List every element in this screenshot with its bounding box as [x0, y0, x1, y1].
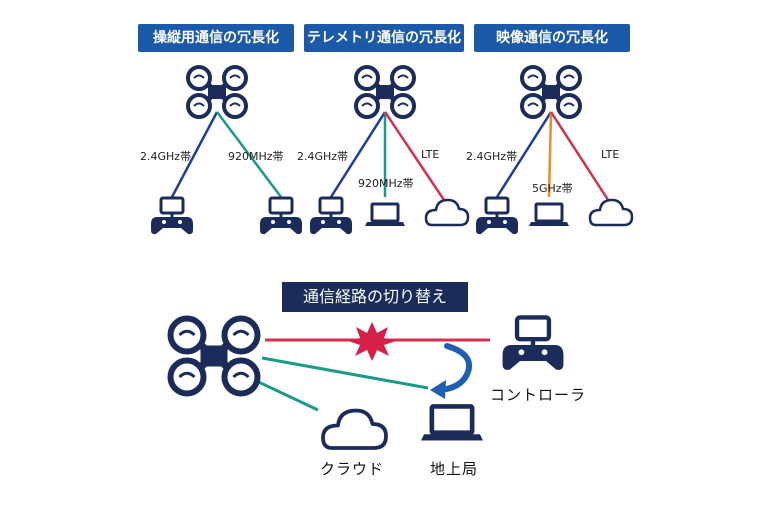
label-g3-lte: LTE — [601, 148, 620, 161]
link-failure-burst-icon — [348, 322, 396, 361]
bottom-line-green — [249, 376, 319, 412]
g3-line-blue — [495, 111, 553, 198]
g1-line-blue — [170, 111, 219, 198]
label-controller: コントローラ — [490, 386, 587, 404]
drone-icon — [522, 67, 580, 117]
label-g2-920mhz: 920MHz帯 — [358, 177, 414, 190]
drone-icon — [188, 67, 246, 117]
g2-line-blue — [329, 111, 387, 198]
laptop-icon — [363, 202, 407, 228]
g2-line-red — [383, 111, 448, 204]
controller-icon — [503, 317, 564, 369]
laptop-icon — [421, 406, 483, 440]
controller-icon — [149, 196, 195, 236]
g3-line-red — [549, 111, 612, 204]
g3-line-orange — [547, 111, 553, 198]
label-g1-920mhz: 920MHz帯 — [228, 150, 284, 163]
header-path-switching: 通信経路の切り替え — [282, 282, 468, 312]
switch-arrow-icon — [437, 343, 472, 393]
drone-icon — [356, 67, 414, 117]
g1-line-green — [216, 111, 282, 198]
label-g2-2-4ghz: 2.4GHz帯 — [297, 150, 349, 163]
controller-icon — [308, 196, 354, 236]
label-ground-station: 地上局 — [430, 460, 479, 478]
controller-icon — [258, 196, 304, 236]
cloud-icon — [424, 198, 470, 227]
label-g2-lte: LTE — [421, 148, 440, 161]
laptop-icon — [527, 202, 571, 228]
controller-icon — [474, 196, 520, 236]
header-telemetry-redundancy: テレメトリ通信の冗長化 — [304, 24, 464, 52]
cloud-icon — [321, 408, 388, 450]
header-control-redundancy: 操縦用通信の冗長化 — [138, 24, 294, 52]
drone-icon — [171, 319, 258, 394]
label-g3-5ghz: 5GHz帯 — [532, 182, 573, 195]
cloud-icon — [588, 198, 634, 227]
switch-arrowhead-icon — [430, 380, 446, 399]
header-video-redundancy: 映像通信の冗長化 — [474, 24, 630, 52]
bottom-line-green — [261, 356, 429, 390]
label-cloud: クラウド — [320, 460, 385, 478]
label-g1-2-4ghz: 2.4GHz帯 — [140, 150, 192, 163]
label-g3-2-4ghz: 2.4GHz帯 — [466, 150, 518, 163]
